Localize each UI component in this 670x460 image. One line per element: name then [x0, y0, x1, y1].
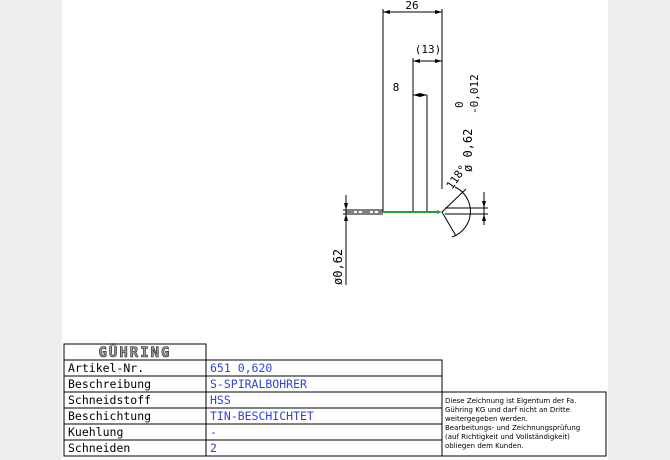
notice-line: (auf Richtigkeit und Vollständigkeit) [445, 433, 570, 441]
value-kuehlung: - [210, 425, 217, 439]
dimension-lines [343, 9, 488, 285]
dim-shank-diameter: ø0,62 [331, 249, 345, 285]
dim-flute-length: 8 [393, 81, 400, 94]
label-schneiden: Schneiden [68, 441, 130, 455]
notice-line: Diese Zeichnung ist Eigentum der Fa. [445, 397, 576, 405]
value-schneidstoff: HSS [210, 393, 231, 407]
value-beschichtung: TIN-BESCHICHTET [210, 409, 314, 423]
value-artikel-nr: 651 0,620 [210, 361, 272, 375]
drill-body [383, 210, 442, 214]
title-block: GÜHRING Artikel-Nr. 651 0,620 Beschreibu… [63, 343, 607, 457]
label-kuehlung: Kuehlung [68, 425, 123, 439]
left-margin [0, 0, 62, 460]
notice-line: Bearbeitungs- und Zeichnungsprüfung [445, 424, 580, 432]
value-beschreibung: S-SPIRALBOHRER [210, 377, 307, 391]
label-artikel-nr: Artikel-Nr. [68, 361, 144, 375]
guehring-logo: GÜHRING [98, 343, 171, 361]
label-schneidstoff: Schneidstoff [68, 393, 151, 407]
dim-tol-upper: 0 [453, 101, 466, 108]
dim-tol-lower: -0,012 [468, 74, 481, 114]
label-beschichtung: Beschichtung [68, 409, 151, 423]
label-beschreibung: Beschreibung [68, 377, 151, 391]
notice-line: Gühring KG und darf nicht an Dritte [445, 406, 570, 414]
right-margin [608, 0, 670, 460]
arrowheads [344, 10, 486, 221]
dim-overall-length: 26 [405, 0, 418, 12]
dim-length-ref: (13) [415, 43, 442, 56]
dim-diameter: ø 0,62 [461, 129, 475, 172]
notice-line: weitergegeben werden. [445, 415, 528, 423]
notice-line: obliegen dem Kunden. [445, 442, 524, 450]
value-schneiden: 2 [210, 441, 217, 455]
